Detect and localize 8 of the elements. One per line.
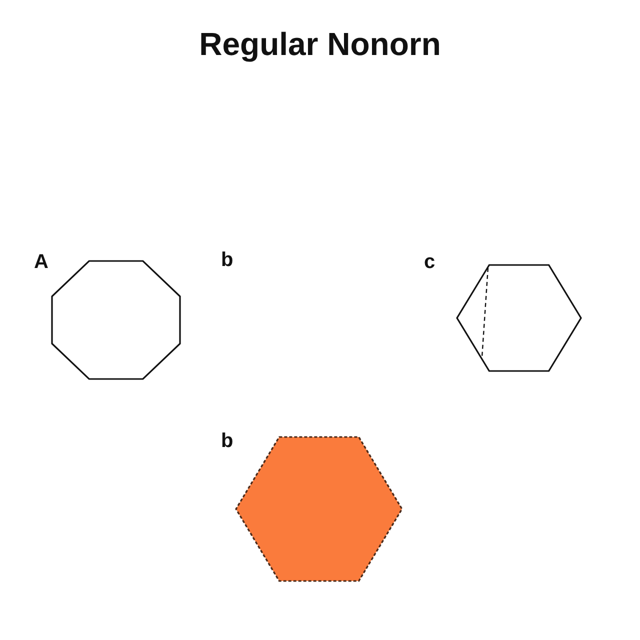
octagon-shape: [52, 261, 180, 379]
shape-letter: b: [221, 249, 234, 272]
shape-letter: c: [424, 251, 436, 274]
hexagon-shape: [236, 437, 402, 581]
shape-letter: A: [34, 251, 48, 274]
diagram-title: Regular Nonorn: [199, 26, 441, 63]
shape-letter: b: [221, 430, 234, 453]
hexagon-shape: [457, 265, 581, 371]
